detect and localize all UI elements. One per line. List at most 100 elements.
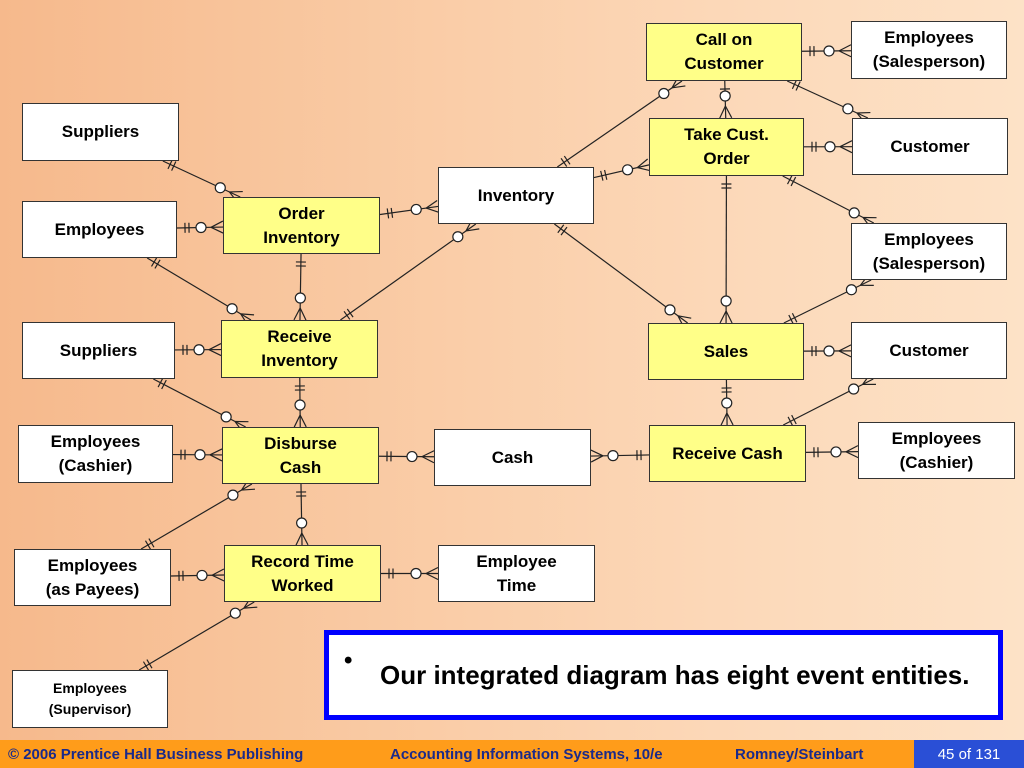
cardinality-circle: [195, 221, 207, 234]
crows-foot: [209, 448, 223, 456]
cardinality-circle: [607, 450, 619, 462]
cardinality-bar: [390, 207, 394, 218]
crows-foot: [724, 105, 733, 119]
cardinality-circle: [664, 304, 676, 316]
relationship-line-suppliers-1-order-inventory: [162, 160, 241, 198]
crows-foot: [677, 315, 692, 319]
note-text: Our integrated diagram has eight event e…: [380, 659, 970, 690]
crows-foot: [838, 44, 852, 52]
relationship-line-receive-inventory-inventory: [340, 223, 477, 321]
entity-suppliers-2: Suppliers: [22, 322, 175, 379]
entity-employees-cashier-2: Employees (Cashier): [858, 422, 1015, 479]
crows-foot: [241, 488, 255, 491]
cardinality-circle: [848, 207, 860, 219]
crows-foot: [240, 313, 255, 316]
crows-foot: [425, 572, 439, 581]
entity-call-on-customer: Call on Customer: [646, 23, 802, 81]
relationship-line-receive-cash-cash: [590, 454, 650, 457]
footer-copyright: © 2006 Prentice Hall Business Publishing: [8, 745, 304, 763]
cardinality-bar: [560, 226, 568, 236]
crows-foot: [425, 207, 440, 213]
entity-receive-cash: Receive Cash: [649, 425, 806, 482]
cardinality-circle: [294, 292, 306, 304]
crows-foot: [425, 199, 438, 209]
entity-employees-salesperson-1: Employees (Salesperson): [851, 21, 1007, 79]
cardinality-bar: [563, 155, 571, 165]
crows-foot: [208, 349, 222, 357]
crows-foot: [243, 606, 258, 609]
crows-foot: [637, 166, 651, 172]
cardinality-circle: [214, 182, 226, 194]
crows-foot: [209, 454, 223, 462]
crows-foot: [838, 350, 852, 358]
cardinality-bar: [161, 379, 167, 390]
cardinality-circle: [830, 446, 842, 458]
cardinality-circle: [621, 164, 634, 176]
crows-foot: [726, 412, 734, 426]
relationship-line-call-on-customer-customer-1: [786, 80, 869, 119]
entity-employees-supervisor: Employees (Supervisor): [12, 670, 168, 728]
entity-suppliers-1: Suppliers: [22, 103, 179, 161]
cardinality-circle: [227, 489, 239, 501]
crows-foot: [838, 50, 852, 58]
entity-customer-1: Customer: [852, 118, 1008, 175]
relationship-line-disburse-cash-record-time-worked: [300, 483, 303, 546]
footer-authors: Romney/Steinbart: [735, 745, 864, 763]
cardinality-bar: [154, 259, 161, 269]
crows-foot: [845, 451, 859, 459]
cardinality-bar: [787, 416, 794, 427]
page-counter: 45 of 131: [914, 740, 1024, 768]
entity-receive-inventory: Receive Inventory: [221, 320, 378, 378]
cardinality-circle: [848, 383, 860, 395]
crows-foot: [299, 414, 307, 428]
relationship-lines: [138, 44, 877, 671]
cardinality-bar: [790, 176, 797, 187]
callout-note: • Our integrated diagram has eight event…: [324, 630, 1003, 720]
cardinality-circle: [410, 567, 422, 580]
relationship-line-sales-employees-salesperson-2: [783, 279, 872, 324]
cardinality-circle: [196, 569, 208, 582]
cardinality-bar: [148, 538, 155, 548]
entity-inventory: Inventory: [438, 167, 594, 224]
relationship-line-receive-cash-customer-2: [782, 378, 874, 426]
cardinality-circle: [721, 397, 733, 409]
cardinality-bar: [795, 81, 801, 91]
cardinality-bar: [786, 174, 793, 185]
crows-foot: [421, 456, 435, 464]
entity-employees-cashier-1: Employees (Cashier): [18, 425, 173, 483]
cardinality-circle: [294, 399, 306, 411]
crows-foot: [465, 228, 480, 232]
crows-foot: [295, 532, 303, 546]
crows-foot: [293, 307, 301, 321]
crows-foot: [590, 449, 604, 457]
crows-foot: [845, 445, 859, 453]
crows-foot: [590, 455, 604, 463]
cardinality-circle: [410, 203, 422, 216]
entity-sales: Sales: [648, 323, 804, 380]
cardinality-circle: [194, 449, 206, 461]
cardinality-bar: [791, 79, 798, 90]
cardinality-circle: [296, 517, 308, 529]
cardinality-bar: [557, 224, 565, 234]
cardinality-bar: [603, 169, 608, 180]
crows-foot: [293, 414, 301, 428]
crows-foot: [208, 343, 222, 351]
crows-foot: [211, 574, 225, 582]
cardinality-bar: [146, 659, 153, 669]
cardinality-circle: [229, 607, 241, 619]
cardinality-circle: [452, 231, 464, 243]
cardinality-bar: [343, 310, 351, 320]
slide-footer: © 2006 Prentice Hall Business Publishing…: [0, 740, 1024, 768]
crows-foot: [719, 105, 726, 119]
footer-book-title: Accounting Information Systems, 10/e: [390, 745, 663, 763]
cardinality-circle: [842, 103, 854, 115]
crows-foot: [425, 566, 439, 575]
cardinality-bar: [142, 661, 150, 671]
cardinality-bar: [157, 377, 164, 388]
crows-foot: [719, 310, 727, 324]
crows-foot: [421, 450, 435, 458]
relationship-line-inventory-take-cust-order: [593, 164, 650, 179]
crows-foot: [210, 226, 224, 234]
entity-employees-salesperson-2: Employees (Salesperson): [851, 223, 1007, 280]
crows-foot: [636, 158, 649, 169]
